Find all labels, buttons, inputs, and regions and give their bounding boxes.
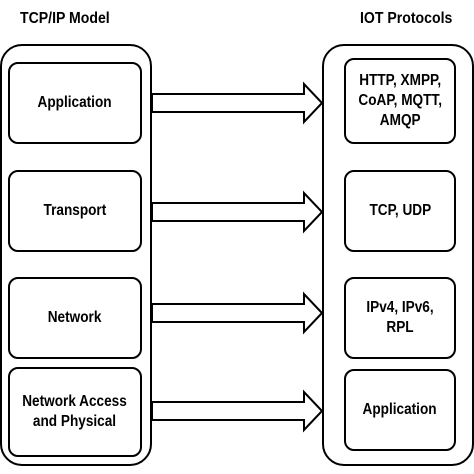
iot-protocol-application-layer: HTTP, XMPP, CoAP, MQTT, AMQP — [344, 58, 456, 144]
iot-protocol-label: HTTP, XMPP, CoAP, MQTT, AMQP — [358, 72, 442, 129]
iot-protocol-transport-layer: TCP, UDP — [344, 170, 456, 252]
mapping-arrow-1 — [151, 81, 324, 125]
tcpip-model-title: TCP/IP Model — [20, 10, 110, 27]
tcpip-layer-label: Application — [37, 94, 113, 111]
iot-protocols-title: IOT Protocols — [360, 10, 453, 27]
tcpip-layer-transport: Transport — [8, 170, 142, 252]
tcpip-model-group — [0, 44, 152, 466]
iot-protocols-group — [322, 44, 474, 466]
tcpip-layer-label: Network — [48, 309, 102, 326]
tcpip-layer-network: Network — [8, 277, 142, 359]
tcpip-layer-label: Transport — [43, 202, 107, 219]
mapping-arrow-4 — [151, 389, 324, 433]
tcpip-layer-network-access: Network Access and Physical — [8, 367, 142, 457]
mapping-arrow-2 — [151, 190, 324, 234]
tcpip-layer-application: Application — [8, 62, 142, 144]
iot-protocol-label: TCP, UDP — [369, 202, 431, 219]
tcpip-layer-label: Network Access and Physical — [22, 393, 128, 430]
iot-protocol-physical-layer: Application — [344, 369, 456, 451]
iot-protocol-network-layer: IPv4, IPv6, RPL — [344, 277, 456, 359]
iot-protocol-label: Application — [362, 401, 438, 418]
mapping-arrow-3 — [151, 291, 324, 335]
iot-protocol-label: IPv4, IPv6, RPL — [366, 299, 434, 336]
